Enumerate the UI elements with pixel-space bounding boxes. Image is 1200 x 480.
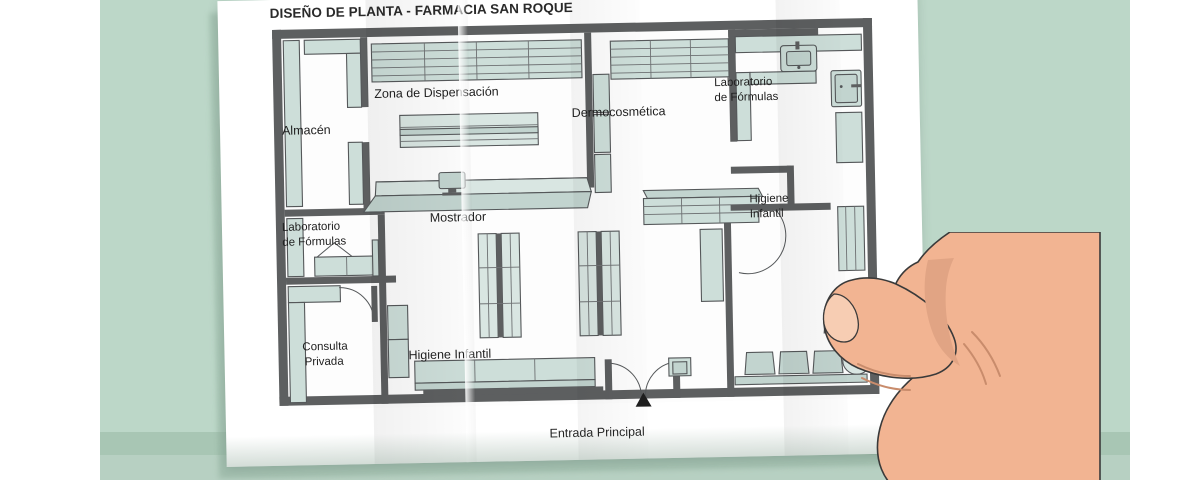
room-label-laboratorio-formulas-top-line1: Laboratorio <box>714 75 773 90</box>
room-label-higiene-infantil-right-line1: Higiene <box>749 192 789 206</box>
consulta-privada-fixtures <box>287 285 410 404</box>
higiene-infantil-bottom-fixtures <box>414 357 604 397</box>
almacen-shelving <box>282 38 365 208</box>
floor-plan-paper[interactable]: DISEÑO DE PLANTA - FARMACIA SAN ROQUE .w… <box>217 0 927 467</box>
room-label-dermocosmetica: Dermocosmética <box>571 104 666 120</box>
cabinet-icon <box>830 69 863 108</box>
floor-plan-drawing: .w { fill:#5d5f60; } /* wall solid */ .w… <box>268 14 886 416</box>
room-label-mostrador: Mostrador <box>429 209 487 225</box>
dermocosmetica-shelving <box>592 38 764 226</box>
room-label-laboratorio-formulas-top-line2: de Fórmulas <box>714 90 779 105</box>
background-left-margin <box>0 0 100 480</box>
mostrador-counter <box>362 171 593 213</box>
room-label-laboratorio-formulas-left-line1: Laboratorio <box>281 220 341 234</box>
room-label-consulta-privada-line1: Consulta <box>302 340 348 354</box>
sink-icon <box>779 41 818 73</box>
room-label-almacen: Almacén <box>281 122 331 138</box>
sales-floor-gondolas <box>477 230 622 339</box>
background-right-margin <box>1130 0 1200 480</box>
room-label-higiene-infantil-bottom: Higiene Infantil <box>408 346 492 363</box>
hand-holding-paper: .skin { fill:#f2b492; stroke:#3a3a3a; st… <box>800 231 1160 480</box>
laboratorio-formulas-top-fixtures <box>734 33 864 164</box>
room-label-laboratorio-formulas-left-line2: de Fórmulas <box>282 235 347 249</box>
laboratorio-formulas-left-fixtures <box>286 217 380 278</box>
page-title: DISEÑO DE PLANTA - FARMACIA SAN ROQUE <box>269 0 573 22</box>
room-label-consulta-privada-line2: Privada <box>304 355 344 369</box>
interior-walls <box>284 28 831 404</box>
room-label-higiene-infantil-right-line2: Infantil <box>749 207 784 221</box>
room-label-zona-dispensacion: Zona de Dispensación <box>374 84 499 101</box>
